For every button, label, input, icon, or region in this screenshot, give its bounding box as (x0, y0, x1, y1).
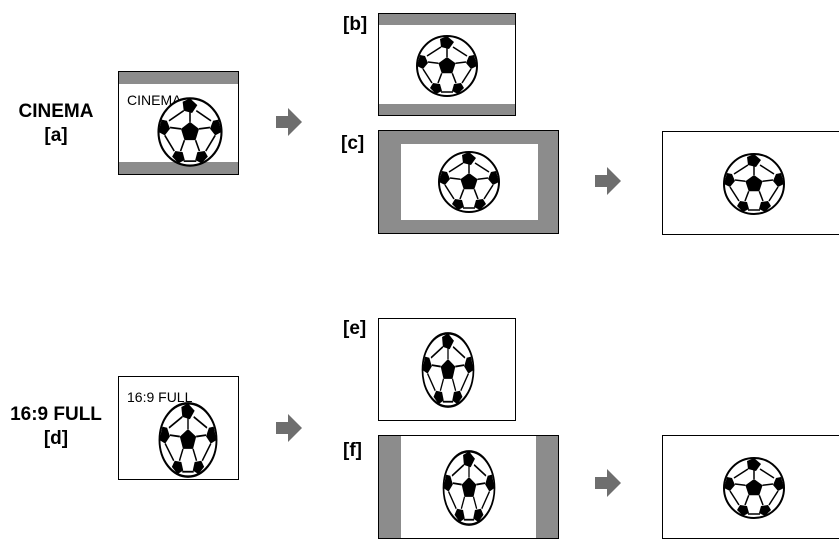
right-arrow-icon (276, 108, 302, 136)
screen-c (378, 130, 559, 234)
soccer-ball-icon (158, 402, 218, 478)
full-mode-name: 16:9 FULL (10, 404, 102, 425)
tag-b: [b] (343, 14, 368, 35)
letterbox-bottom-bar (379, 104, 515, 115)
right-arrow-icon (595, 469, 621, 497)
cinema-mode-name: CINEMA (18, 101, 94, 122)
screen-b (378, 13, 516, 116)
soccer-ball-icon (442, 450, 496, 526)
soccer-ball-icon (723, 457, 785, 519)
cinema-mode-tag: [a] (44, 125, 68, 146)
letterbox-top-bar (379, 14, 515, 25)
full-mode-label: 16:9 FULL [d] (0, 403, 112, 451)
soccer-ball-icon (157, 97, 223, 167)
soccer-ball-icon (723, 153, 785, 215)
screen-e (378, 318, 516, 421)
tag-e: [e] (343, 318, 367, 339)
screen-d-full: 16:9 FULL (118, 376, 239, 480)
letterbox-top-bar (119, 72, 238, 84)
soccer-ball-icon (421, 332, 475, 408)
pillarbox-right-bar (536, 436, 558, 538)
screen-a-cinema: CINEMA (118, 71, 239, 175)
soccer-ball-icon (438, 151, 500, 213)
screen-d-text: 16:9 FULL (127, 389, 193, 405)
soccer-ball-icon (416, 35, 478, 97)
screen-a-text: CINEMA (127, 92, 182, 108)
screen-f (378, 435, 559, 539)
screen-f-result (662, 435, 839, 539)
letterbox-bottom-bar (119, 162, 238, 174)
right-arrow-icon (276, 414, 302, 442)
cinema-mode-label: CINEMA [a] (6, 100, 106, 148)
pillarbox-left-bar (379, 436, 401, 538)
tag-f: [f] (343, 440, 362, 461)
screen-c-result (662, 131, 839, 235)
right-arrow-icon (595, 167, 621, 195)
full-mode-tag: [d] (43, 428, 69, 449)
tag-c: [c] (341, 133, 365, 154)
